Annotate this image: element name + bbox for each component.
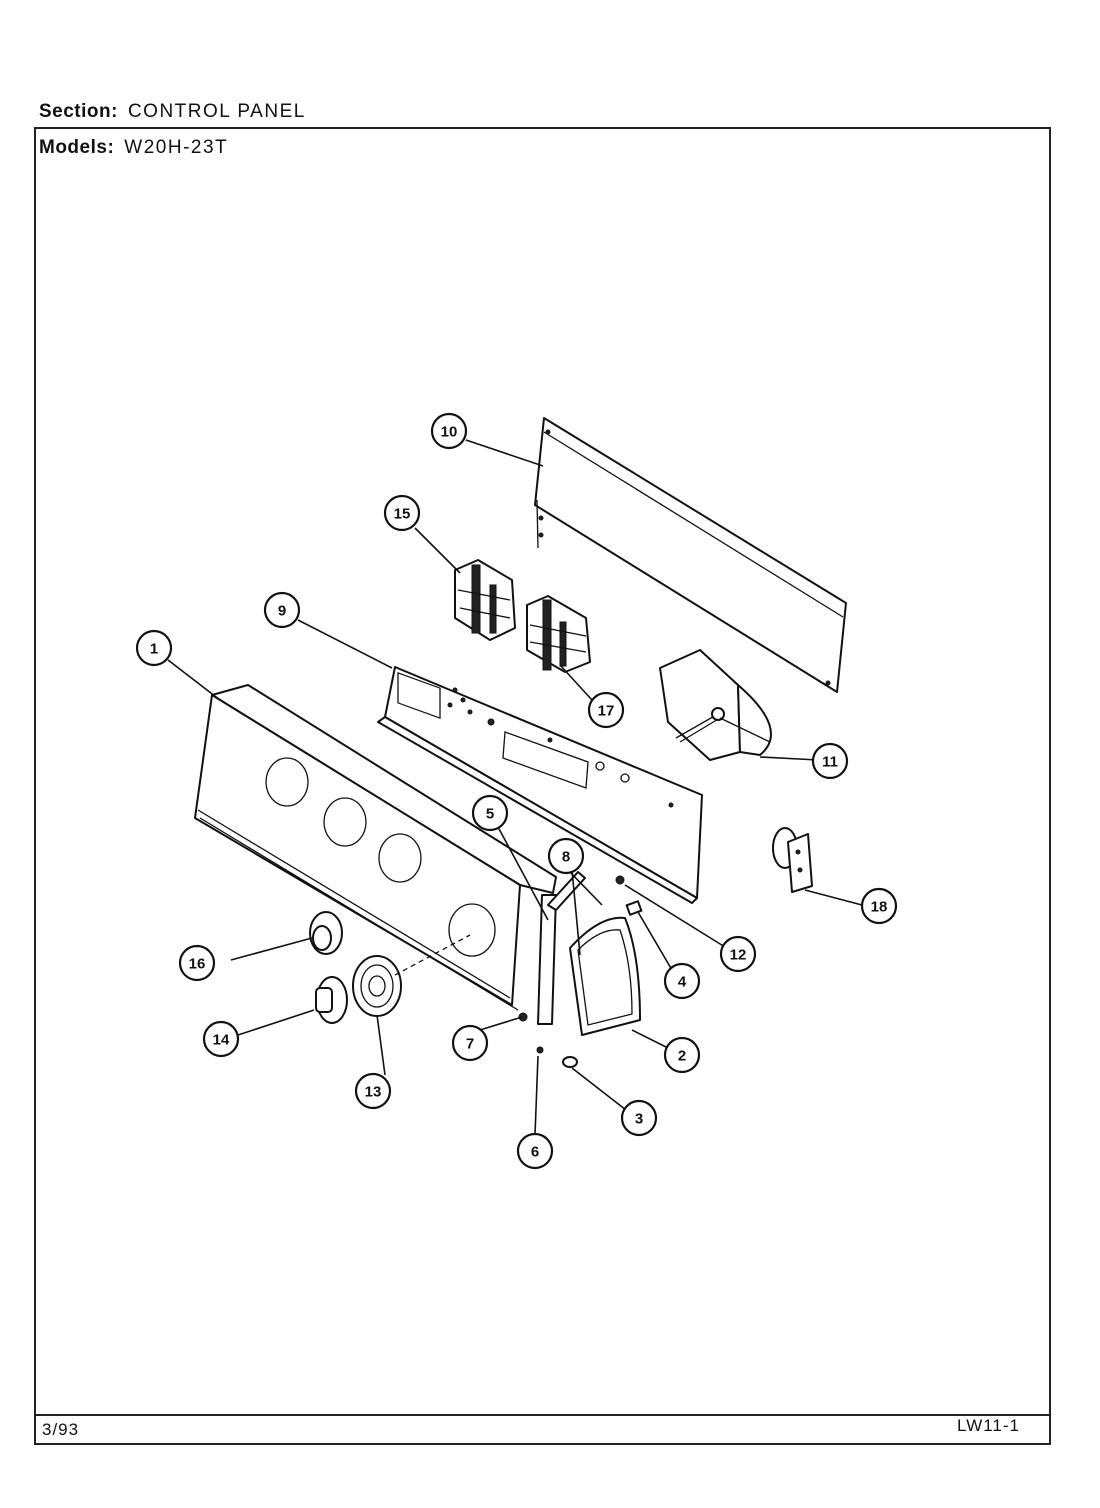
callout-17: 17 (587, 691, 625, 729)
callout-10-label: 10 (441, 424, 458, 441)
callout-9: 9 (263, 591, 301, 629)
part-11-timer (659, 649, 772, 761)
callout-6: 6 (516, 1132, 554, 1170)
callout-11: 11 (811, 742, 849, 780)
callout-10: 10 (430, 412, 468, 450)
callout-5-label: 5 (486, 806, 494, 823)
callout-2: 2 (663, 1036, 701, 1074)
callout-13: 13 (354, 1072, 392, 1110)
part-14-knob (315, 976, 348, 1024)
footer-divider (34, 1414, 1051, 1416)
part-4-clip (625, 900, 643, 916)
part-13-dial (352, 955, 402, 1017)
callout-12: 12 (719, 935, 757, 973)
part-16-knob (309, 911, 343, 955)
part-17-switch (526, 595, 591, 673)
part-5-trim (537, 871, 586, 1025)
callout-12-label: 12 (730, 947, 747, 964)
models-label: Models: (39, 137, 115, 158)
part-1-console (194, 684, 557, 1011)
callout-16: 16 (178, 944, 216, 982)
part-3-screw (562, 1056, 578, 1068)
models-value: W20H-23T (124, 137, 229, 158)
callout-4-label: 4 (678, 974, 687, 991)
part-2-bezel (569, 916, 641, 1036)
section-heading: Section: CONTROL PANEL (39, 101, 306, 123)
callout-15: 15 (383, 494, 421, 532)
callout-2-label: 2 (678, 1048, 686, 1065)
callout-5: 5 (471, 794, 509, 832)
callout-18-label: 18 (871, 899, 888, 916)
callout-4: 4 (663, 962, 701, 1000)
callout-17-label: 17 (598, 703, 615, 720)
callout-7: 7 (451, 1024, 489, 1062)
callout-14-label: 14 (213, 1032, 230, 1049)
callout-7-label: 7 (466, 1036, 474, 1053)
callout-13-label: 13 (365, 1084, 382, 1101)
callout-16-label: 16 (189, 956, 206, 973)
callout-8-label: 8 (562, 849, 570, 866)
section-value: CONTROL PANEL (127, 101, 306, 122)
footer-page-code: LW11-1 (957, 1416, 1021, 1435)
part-10-rear-bracket (534, 417, 847, 693)
callout-15-label: 15 (394, 506, 411, 523)
part-18-switch (772, 827, 813, 893)
callout-8: 8 (547, 837, 585, 875)
part-12-screw (615, 875, 625, 885)
diagram-frame (34, 127, 1051, 1445)
callout-1: 1 (135, 629, 173, 667)
leader-lines (167, 439, 863, 1136)
callout-9-label: 9 (278, 603, 286, 620)
part-15-switch (454, 559, 516, 641)
callout-14: 14 (202, 1020, 240, 1058)
callout-11-label: 11 (822, 754, 838, 771)
part-6-screw (536, 1046, 544, 1054)
callout-3: 3 (620, 1099, 658, 1137)
models-heading: Models: W20H-23T (39, 137, 228, 159)
footer-date: 3/93 (42, 1420, 80, 1439)
part-7-screw (518, 1012, 528, 1022)
part-9-bracket (377, 666, 703, 904)
callout-1-label: 1 (150, 641, 158, 658)
callout-18: 18 (860, 887, 898, 925)
callout-3-label: 3 (635, 1111, 643, 1128)
section-label: Section: (39, 101, 118, 122)
callout-6-label: 6 (531, 1144, 539, 1161)
